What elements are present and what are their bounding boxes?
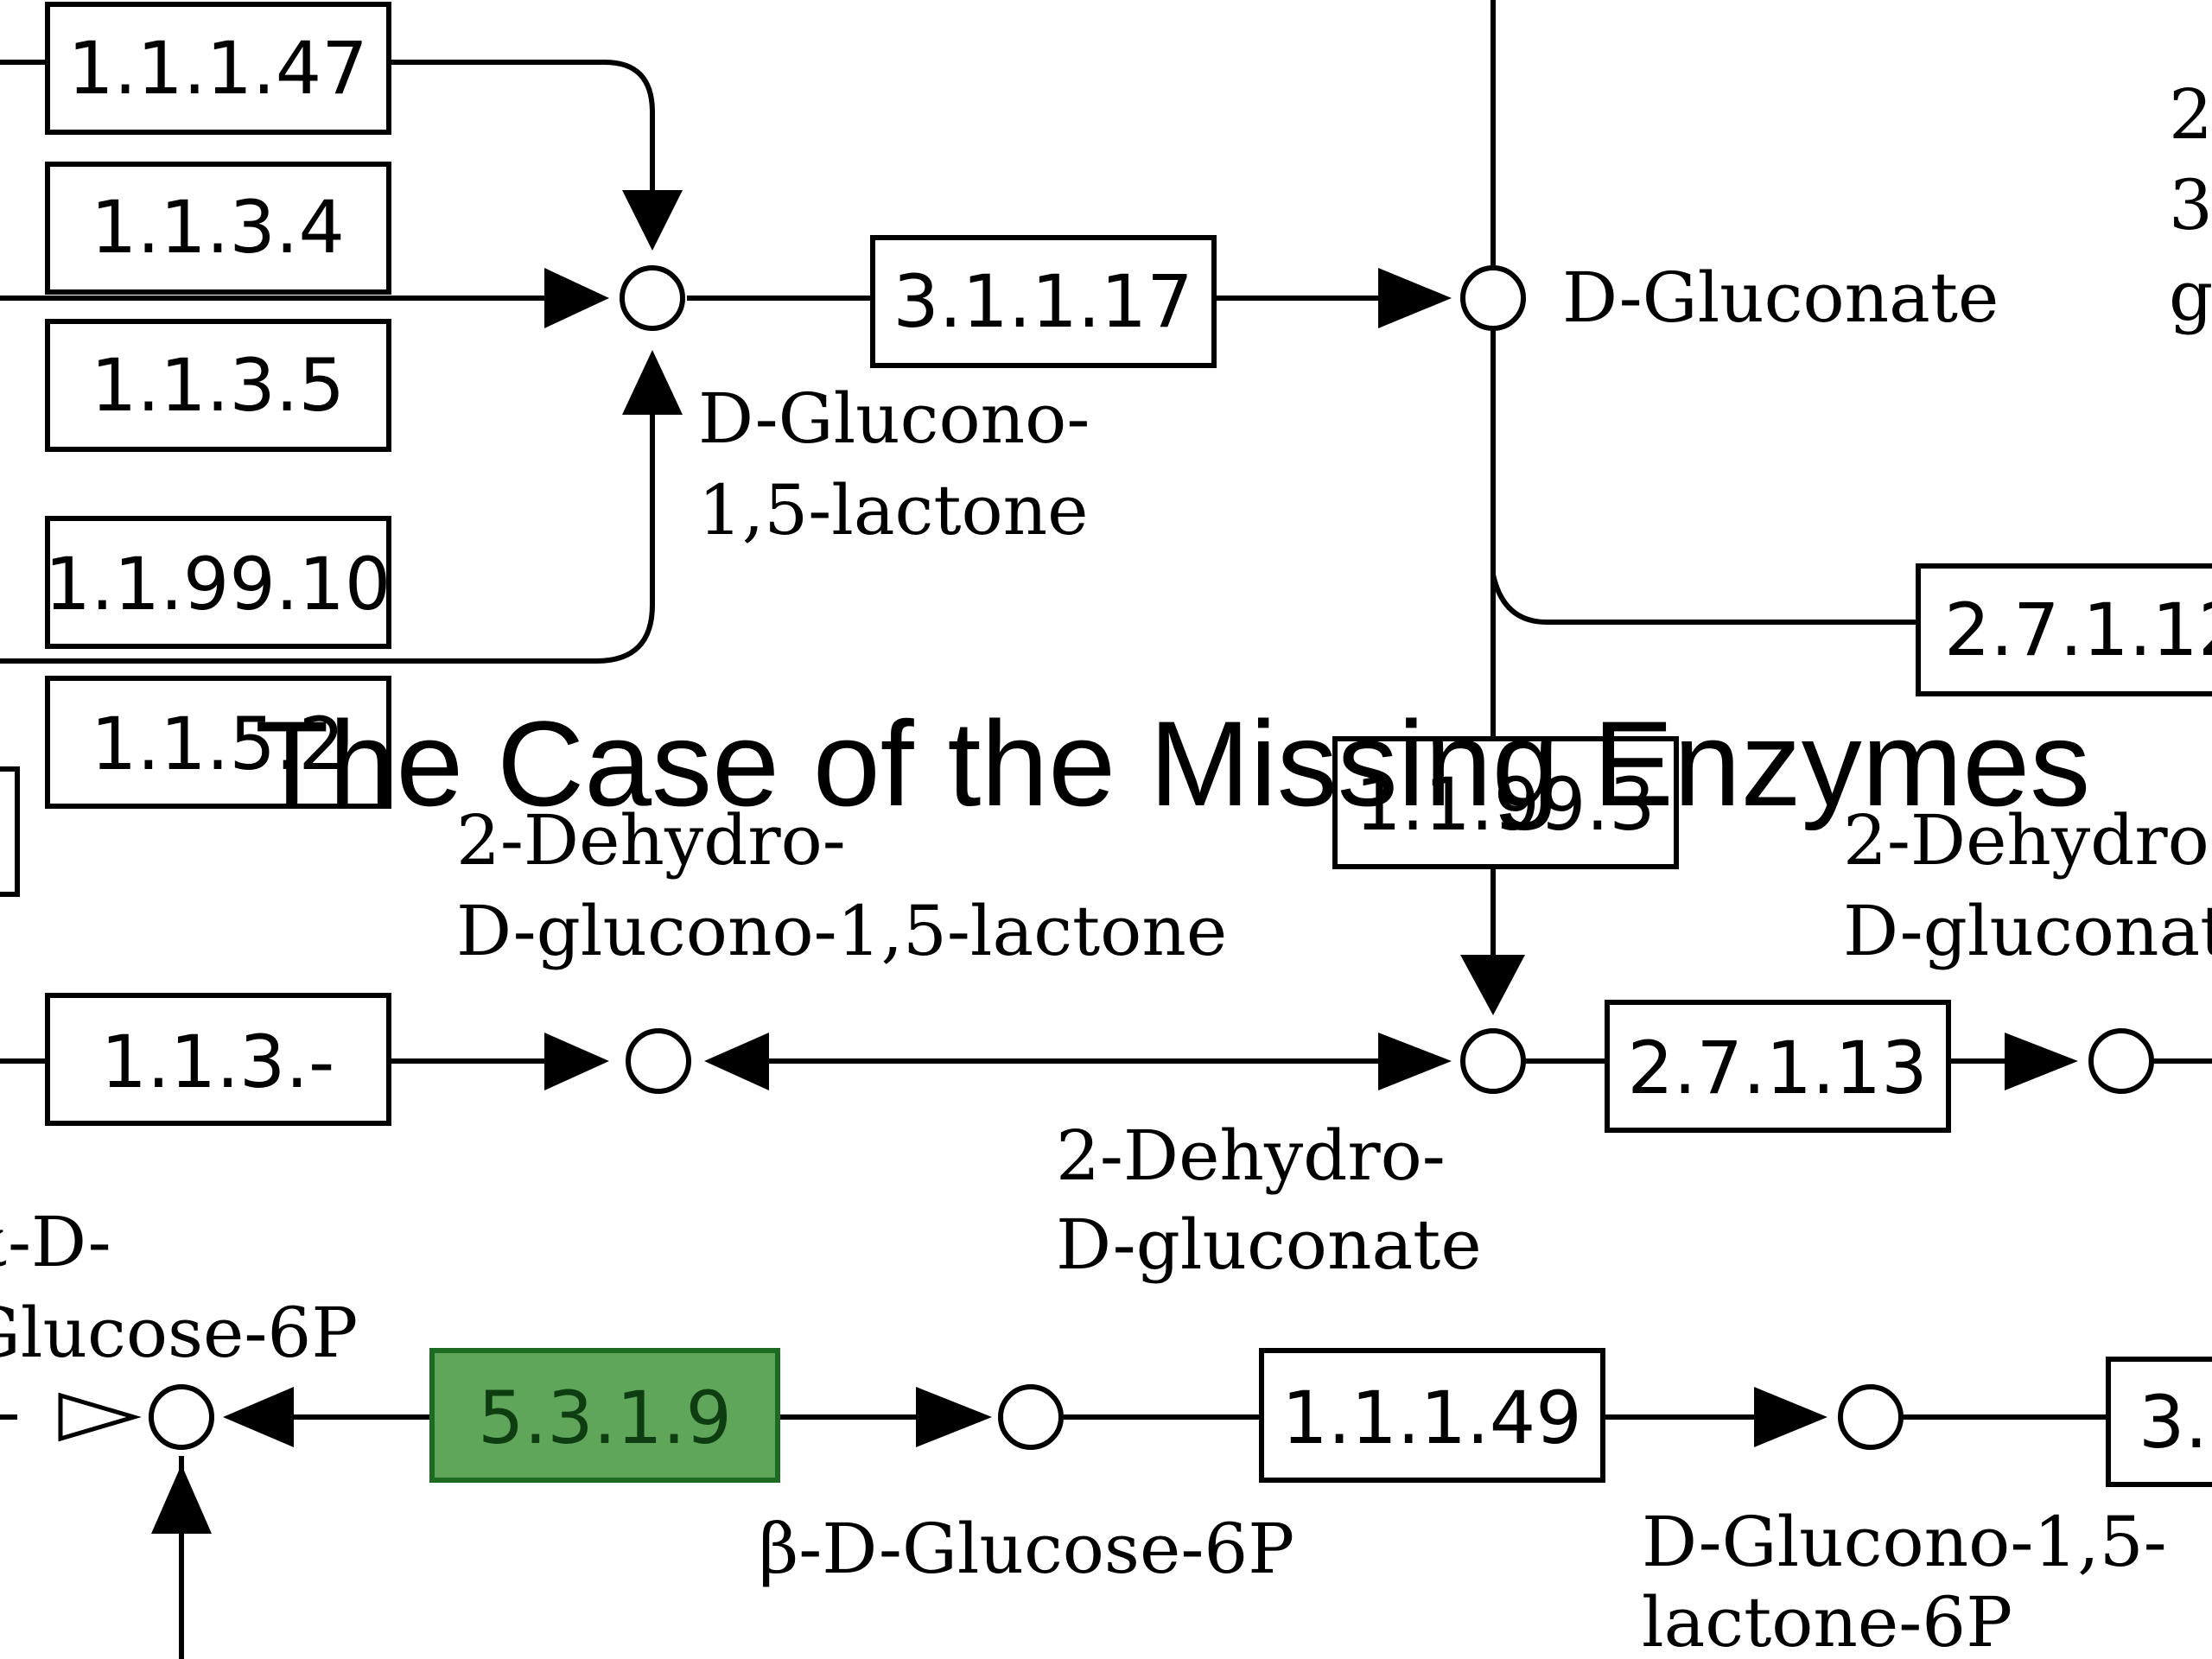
enzyme-box-13[interactable]: 3.1 — [2106, 1357, 2212, 1487]
compound-glucono-lactone-6p-line2: lactone-6P — [1642, 1582, 2012, 1659]
compound-dehydro-glucono-lactone-line2: D-glucono-1,5-lactone — [456, 891, 1227, 971]
enzyme-box-4[interactable]: 1.1.99.10 — [45, 516, 391, 649]
arrow-head — [704, 1033, 769, 1090]
enzyme-label: 1.1.3.5 — [91, 343, 345, 428]
compound-glucono-lactone-6p-line1: D-Glucono-1,5- — [1642, 1502, 2167, 1582]
slide-title: The Case of the Missing Enzymes — [255, 696, 2090, 831]
compound-right-edge-line1: 2 — [2169, 74, 2212, 155]
arrow-head — [622, 190, 683, 251]
arrow-head — [2005, 1033, 2078, 1090]
compound-dehydro-gluconate-right-line1: 2-Dehydro- — [1843, 800, 2212, 880]
arrow-head — [1378, 1033, 1452, 1090]
arrow-head — [1460, 955, 1525, 1015]
enzyme-box-8[interactable]: 1.1.99.3 — [1332, 736, 1679, 869]
enzyme-label: 1.1.99.10 — [45, 542, 391, 626]
compound-alpha-glucose-6p-line1: α-D- — [0, 1202, 111, 1282]
compound-labels: D-Gluconate D-Glucono- 1,5-lactone 2-Deh… — [0, 74, 2212, 1659]
enzyme-box-11-highlighted[interactable]: 5.3.1.9 — [429, 1348, 780, 1483]
arrow-head — [1378, 268, 1452, 328]
compound-nodes — [149, 265, 2154, 1450]
node-alpha-glucose-6p — [149, 1384, 214, 1450]
compound-right-edge-line2: 3 — [2169, 165, 2212, 245]
arrow-head — [916, 1387, 992, 1447]
enzyme-label: 1.1.5.2 — [91, 702, 345, 786]
node-glucono-lactone-6p — [1838, 1384, 1904, 1450]
compound-dehydro-gluconate-line1: 2-Dehydro- — [1056, 1116, 1446, 1196]
compound-dehydro-gluconate-right-line2: D-gluconate — [1843, 891, 2212, 971]
enzyme-box-12[interactable]: 1.1.1.49 — [1259, 1348, 1605, 1483]
compound-glucono-lactone-line2: 1,5-lactone — [698, 470, 1089, 550]
open-arrow-head — [58, 1392, 142, 1442]
enzyme-box-6[interactable]: 3.1.1.17 — [870, 235, 1217, 368]
compound-beta-glucose-6p: β-D-Glucose-6P — [759, 1509, 1294, 1589]
node-dehydro-gluconate-right — [2088, 1028, 2154, 1094]
arrow-head — [544, 268, 609, 328]
arrow-head — [223, 1387, 294, 1447]
enzyme-label: 1.1.1.47 — [67, 26, 367, 111]
enzyme-label: 1.1.3.- — [101, 1020, 335, 1104]
node-glucono-lactone — [620, 265, 685, 331]
enzyme-label: 3.1.1.17 — [893, 259, 1192, 344]
enzyme-label: 3.1 — [2139, 1380, 2212, 1465]
compound-dehydro-glucono-lactone-line1: 2-Dehydro- — [456, 800, 846, 880]
node-beta-glucose-6p — [998, 1384, 1064, 1450]
enzyme-box-10[interactable]: 2.7.1.13 — [1605, 1000, 1951, 1133]
arrow-head — [1754, 1387, 1827, 1447]
enzyme-label: 5.3.1.9 — [478, 1376, 732, 1460]
enzyme-box-7[interactable]: 2.7.1.12 — [1916, 563, 2212, 696]
node-dehydro-glucono-lactone — [626, 1028, 691, 1094]
node-dehydro-gluconate — [1460, 1028, 1526, 1094]
compound-dehydro-gluconate-line2: D-gluconate — [1056, 1205, 1482, 1285]
enzyme-box-2[interactable]: 1.1.3.4 — [45, 162, 391, 295]
compound-glucono-lactone-line1: D-Glucono- — [698, 378, 1090, 459]
enzyme-label: 1.1.3.4 — [91, 185, 345, 270]
enzyme-label: 2.7.1.13 — [1627, 1026, 1927, 1110]
enzyme-label: 2.7.1.12 — [1944, 588, 2212, 672]
enzyme-box-3[interactable]: 1.1.3.5 — [45, 319, 391, 452]
arrowheads — [58, 190, 2078, 1534]
compound-alpha-glucose-6p-line2: Glucose-6P — [0, 1293, 358, 1373]
enzyme-box-9[interactable]: 1.1.3.- — [45, 993, 391, 1126]
enzyme-label: 1.1.99.3 — [1355, 762, 1655, 847]
arrow-head — [544, 1033, 609, 1090]
enzyme-box-5[interactable]: 1.1.5.2 — [45, 676, 391, 809]
compound-right-edge-line3: g — [2169, 256, 2212, 336]
arrow-head — [622, 350, 683, 415]
enzyme-label: 1.1.1.49 — [1281, 1376, 1581, 1460]
arrow-head — [151, 1465, 212, 1534]
enzyme-box-1[interactable]: 1.1.1.47 — [45, 2, 391, 135]
node-gluconate — [1460, 265, 1526, 331]
compound-d-gluconate: D-Gluconate — [1562, 257, 1999, 338]
